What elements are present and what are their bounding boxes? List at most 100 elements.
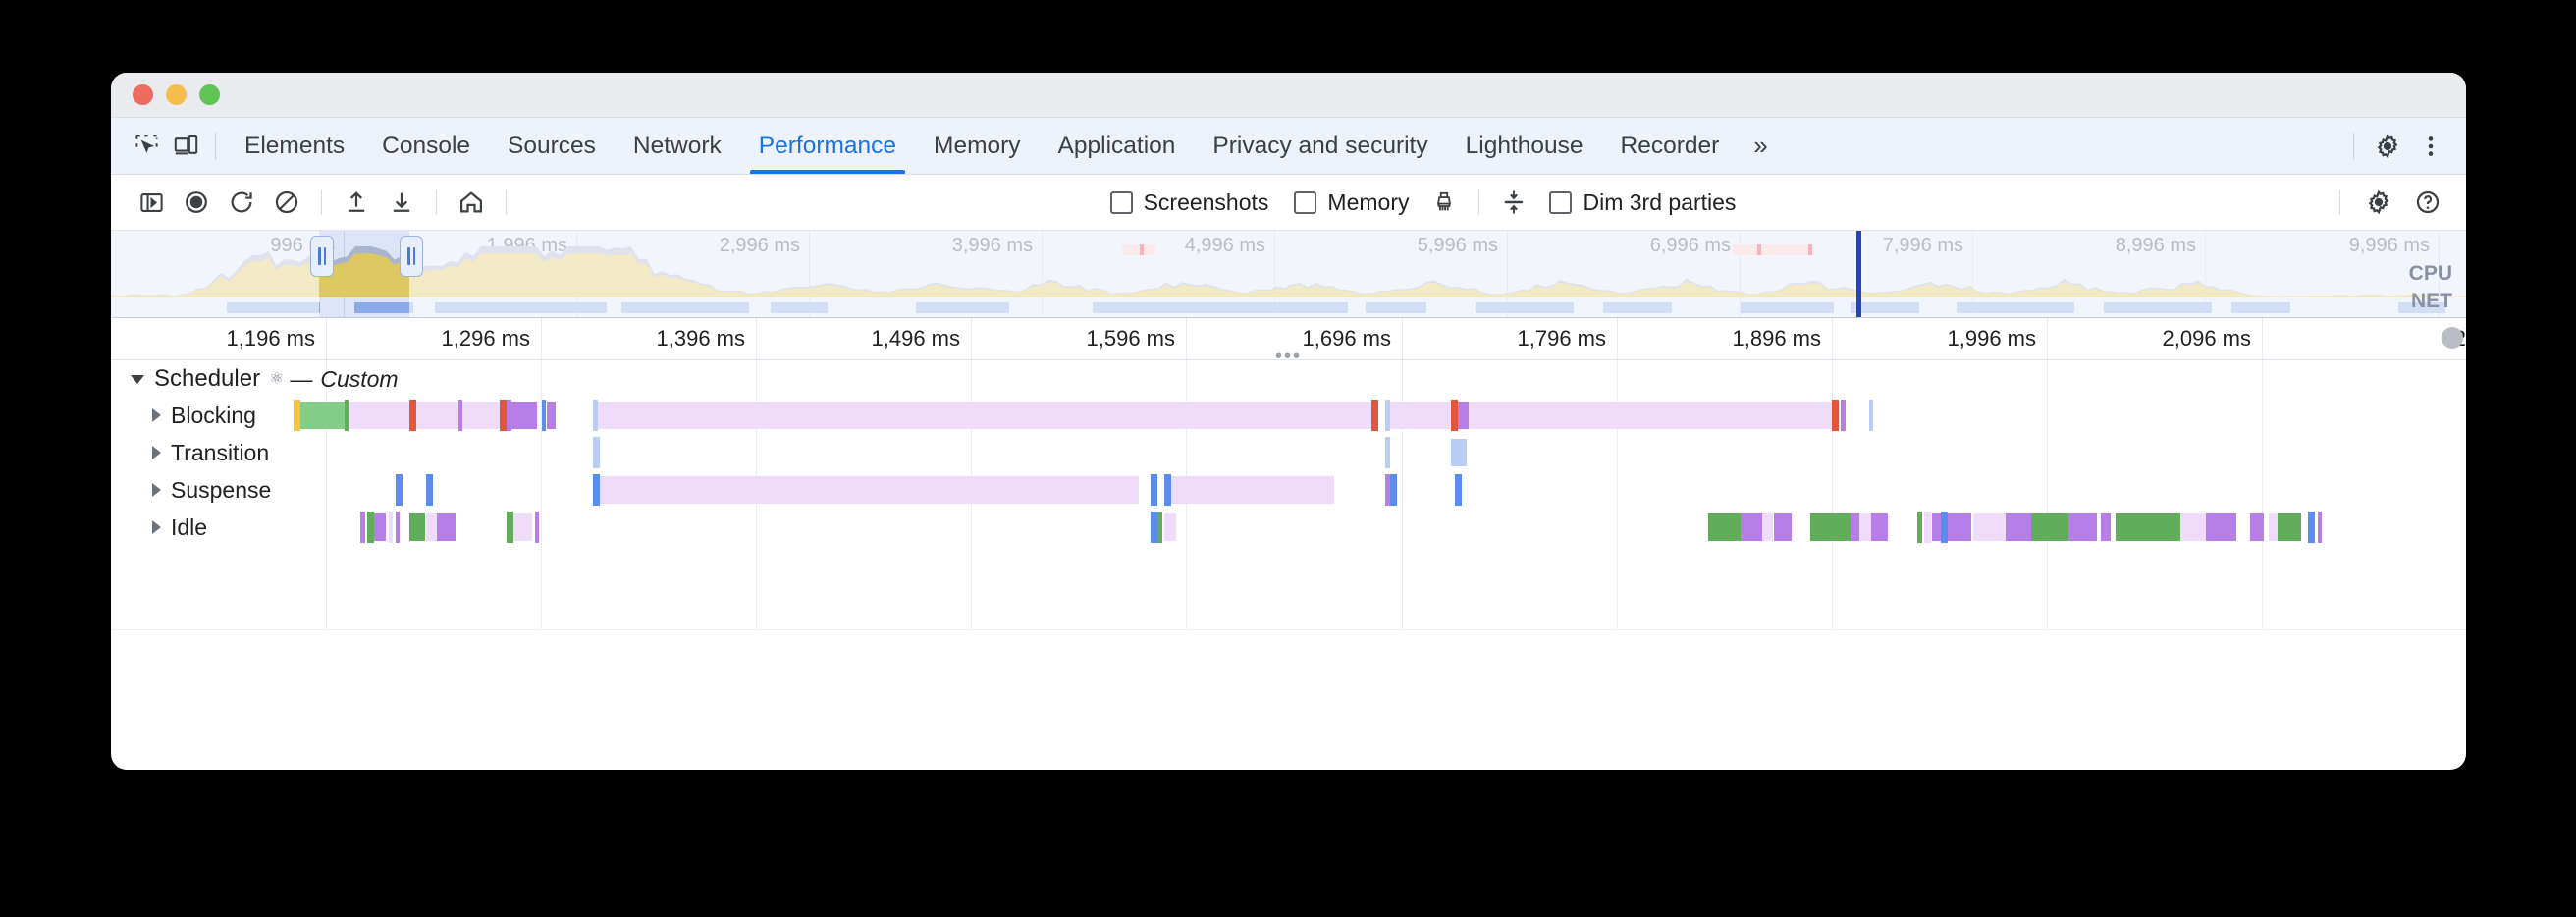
tab-privacy-and-security[interactable]: Privacy and security xyxy=(1212,132,1428,159)
flame-track-blocking[interactable]: Blocking xyxy=(111,397,2466,434)
memory-checkbox-box[interactable] xyxy=(1294,190,1317,214)
flame-segment[interactable] xyxy=(541,400,547,431)
flame-segment[interactable] xyxy=(1810,513,1851,541)
flame-segment[interactable] xyxy=(437,513,456,541)
dim-3rd-parties-checkbox-box[interactable] xyxy=(1549,190,1573,214)
garbage-collect-brush-icon[interactable] xyxy=(1422,183,1467,222)
flame-segment[interactable] xyxy=(1924,512,1932,543)
flame-segment[interactable] xyxy=(1761,513,1774,541)
flame-segment[interactable] xyxy=(2278,513,2301,541)
flame-group-scheduler[interactable]: Scheduler ⚛ — Custom xyxy=(111,360,2466,398)
flame-segment[interactable] xyxy=(1850,513,1860,541)
flame-segment[interactable] xyxy=(1164,474,1172,506)
dim-3rd-parties-checkbox[interactable]: Dim 3rd parties xyxy=(1536,189,1748,216)
flame-segment[interactable] xyxy=(299,402,345,429)
tab-memory[interactable]: Memory xyxy=(934,132,1021,159)
flame-segment[interactable] xyxy=(1455,474,1463,506)
flame-segment[interactable] xyxy=(1389,474,1397,506)
flame-segment[interactable] xyxy=(395,512,401,543)
chevron-right-icon[interactable] xyxy=(152,520,161,534)
chevron-right-icon[interactable] xyxy=(152,483,161,497)
flame-segment[interactable] xyxy=(408,400,416,431)
flame-segment[interactable] xyxy=(425,513,438,541)
flame-segment[interactable] xyxy=(1385,474,1390,506)
flame-segment[interactable] xyxy=(2101,513,2111,541)
window-minimize-button[interactable] xyxy=(166,84,187,105)
flame-segment[interactable] xyxy=(2205,513,2236,541)
flame-segment[interactable] xyxy=(1450,439,1468,466)
flame-segment[interactable] xyxy=(360,512,365,543)
settings-gear-icon[interactable] xyxy=(2368,127,2407,166)
flame-segment[interactable] xyxy=(534,512,540,543)
flame-segment[interactable] xyxy=(2068,513,2097,541)
flame-segment[interactable] xyxy=(600,476,1140,504)
tab-recorder[interactable]: Recorder xyxy=(1620,132,1720,159)
memory-checkbox[interactable]: Memory xyxy=(1281,189,1422,216)
flame-segment[interactable] xyxy=(1164,513,1177,541)
flame-segment[interactable] xyxy=(546,402,557,429)
flame-segment[interactable] xyxy=(1171,476,1335,504)
flame-segment[interactable] xyxy=(1773,513,1793,541)
flame-segment[interactable] xyxy=(597,402,1371,429)
flame-segment[interactable] xyxy=(388,512,394,543)
flame-segment[interactable] xyxy=(1708,513,1742,541)
flame-segment[interactable] xyxy=(1151,474,1158,506)
record-icon[interactable] xyxy=(174,183,219,222)
flame-segment[interactable] xyxy=(500,400,508,431)
flame-segment[interactable] xyxy=(2006,513,2032,541)
inspect-element-icon[interactable] xyxy=(127,127,166,166)
flame-track-idle[interactable]: Idle xyxy=(111,509,2466,546)
flame-segment[interactable] xyxy=(367,512,375,543)
flame-segment[interactable] xyxy=(395,474,402,506)
flame-segment[interactable] xyxy=(1385,400,1390,431)
flame-segment[interactable] xyxy=(462,402,501,429)
toggle-sidebar-icon[interactable] xyxy=(129,183,174,222)
flame-segment[interactable] xyxy=(416,402,458,429)
flame-segment[interactable] xyxy=(1385,437,1390,468)
flame-segment[interactable] xyxy=(1917,512,1922,543)
flame-segment[interactable] xyxy=(2317,512,2323,543)
tab-elements[interactable]: Elements xyxy=(244,132,346,159)
flame-segment[interactable] xyxy=(293,400,300,431)
flame-segment[interactable] xyxy=(408,513,426,541)
flame-segment[interactable] xyxy=(507,400,511,431)
flame-segment[interactable] xyxy=(1868,400,1874,431)
flame-segment[interactable] xyxy=(592,437,600,468)
track-header-idle[interactable]: Idle xyxy=(111,509,207,546)
tab-lighthouse[interactable]: Lighthouse xyxy=(1465,132,1583,159)
chevron-right-icon[interactable] xyxy=(152,446,161,459)
group-header-scheduler[interactable]: Scheduler ⚛ — Custom xyxy=(111,360,399,398)
reload-and-record-icon[interactable] xyxy=(219,183,264,222)
flame-segment[interactable] xyxy=(2249,513,2264,541)
tab-sources[interactable]: Sources xyxy=(508,132,596,159)
tab-application[interactable]: Application xyxy=(1057,132,1176,159)
tab-performance[interactable]: Performance xyxy=(740,118,915,174)
flame-segment[interactable] xyxy=(425,474,433,506)
flame-segment[interactable] xyxy=(2179,513,2206,541)
track-header-transition[interactable]: Transition xyxy=(111,434,269,471)
flame-segment[interactable] xyxy=(1973,513,2007,541)
flame-segment[interactable] xyxy=(1859,513,1871,541)
flame-segment[interactable] xyxy=(592,400,598,431)
capture-settings-gear-icon[interactable] xyxy=(2356,183,2401,222)
flame-segment[interactable] xyxy=(1831,400,1839,431)
flame-segment[interactable] xyxy=(1371,400,1379,431)
flame-segment[interactable] xyxy=(2308,512,2316,543)
flame-track-suspense[interactable]: Suspense xyxy=(111,471,2466,509)
collapse-expand-arrows-icon[interactable] xyxy=(1491,183,1536,222)
flame-segment[interactable] xyxy=(1841,400,1846,431)
flame-segment[interactable] xyxy=(1457,402,1470,429)
flame-segment[interactable] xyxy=(1389,402,1451,429)
flame-segment[interactable] xyxy=(507,512,514,543)
chevron-down-icon[interactable] xyxy=(131,374,144,384)
flame-track-transition[interactable]: Transition xyxy=(111,434,2466,471)
chevron-right-icon[interactable] xyxy=(152,408,161,422)
flame-segment[interactable] xyxy=(1931,513,1941,541)
export-profile-icon[interactable] xyxy=(379,183,424,222)
flame-segment[interactable] xyxy=(511,402,537,429)
flame-segment[interactable] xyxy=(349,402,409,429)
kebab-menu-icon[interactable] xyxy=(2411,127,2450,166)
flame-segment[interactable] xyxy=(1871,513,1888,541)
flame-segment[interactable] xyxy=(1157,512,1162,543)
help-icon[interactable] xyxy=(2405,183,2450,222)
